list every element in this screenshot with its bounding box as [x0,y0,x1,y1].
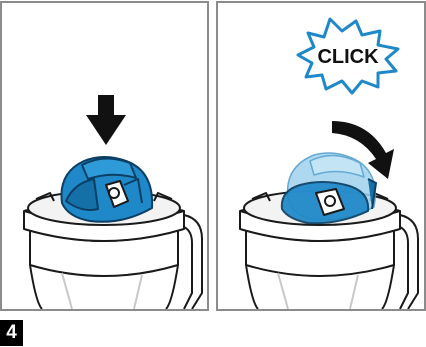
step-number-badge: 4 [0,320,23,346]
panel-insert-cap [0,1,209,311]
cap-insert-illustration [2,3,207,309]
click-label: CLICK [317,46,379,68]
blue-cap [61,157,152,222]
cap-click-illustration: CLICK [218,3,424,309]
click-burst: CLICK [298,19,398,93]
panel-click-cap: CLICK [216,1,426,311]
down-arrow-icon [86,95,126,145]
